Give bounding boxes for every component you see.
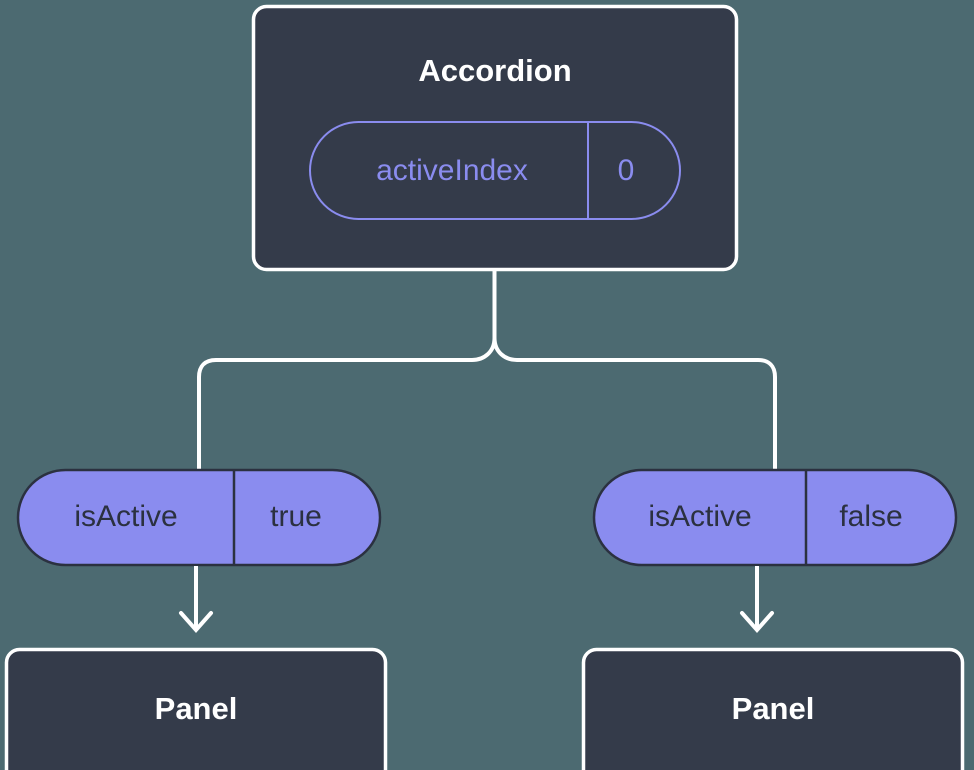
node-panel-right[interactable]: Panel: [581, 647, 965, 770]
accordion-box[interactable]: [251, 4, 739, 272]
arrow-left: [179, 566, 213, 634]
prop-pill-left[interactable]: isActive true: [16, 468, 382, 567]
prop-pill-right-shape[interactable]: [592, 468, 958, 567]
panel-left-title: Panel: [155, 691, 238, 726]
prop-pill-right-key: isActive: [648, 500, 751, 533]
panel-left-box[interactable]: [4, 647, 388, 770]
prop-pill-left-shape[interactable]: [16, 468, 382, 567]
arrow-right-head: [740, 611, 774, 634]
node-accordion[interactable]: Accordion activeIndex 0: [251, 4, 739, 272]
state-pill-value: 0: [618, 154, 635, 187]
prop-pill-right-value: false: [839, 500, 902, 533]
state-pill-key: activeIndex: [376, 154, 528, 187]
prop-pill-right[interactable]: isActive false: [592, 468, 958, 567]
connector-branch-right: [492, 336, 777, 472]
connector-branch-left: [197, 336, 497, 472]
state-pill-activeindex[interactable]: activeIndex 0: [309, 121, 681, 220]
accordion-title: Accordion: [418, 53, 571, 88]
prop-pill-left-value: true: [270, 500, 322, 533]
arrow-right: [740, 566, 774, 634]
connector-group: [197, 268, 777, 472]
arrow-left-head: [179, 611, 213, 634]
prop-pill-left-key: isActive: [74, 500, 177, 533]
panel-right-box[interactable]: [581, 647, 965, 770]
node-panel-left[interactable]: Panel: [4, 647, 388, 770]
panel-right-title: Panel: [732, 691, 815, 726]
state-pill-outline[interactable]: [309, 121, 681, 220]
